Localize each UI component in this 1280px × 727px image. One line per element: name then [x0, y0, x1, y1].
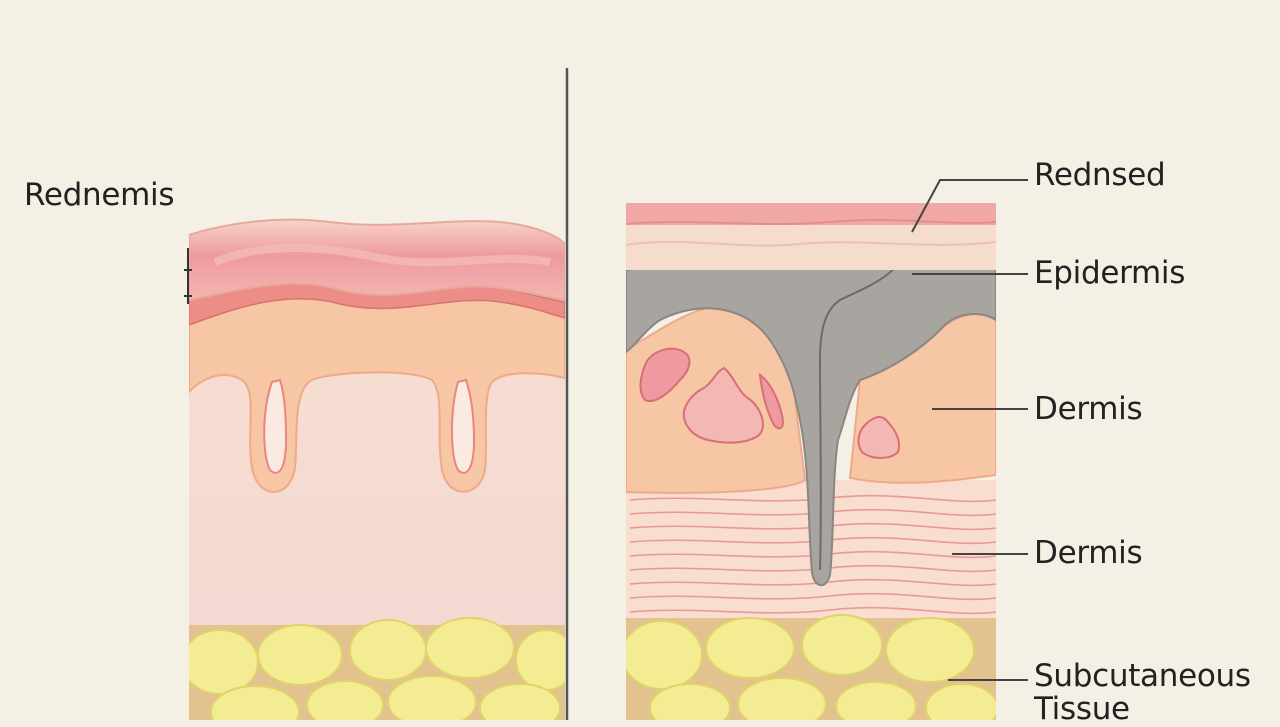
label-rednsed: Rednsed [1034, 157, 1166, 193]
left-fat-cells [189, 617, 565, 720]
left-title-label: Rednemis [24, 177, 175, 213]
scale-bracket [184, 248, 192, 304]
right-pale-layer [626, 222, 996, 270]
right-lesion-2 [682, 366, 764, 444]
right-pale-wave [626, 240, 996, 247]
right-lesion-1 [639, 347, 691, 403]
right-redness-wave [626, 219, 996, 225]
leader-rednsed [911, 179, 1028, 233]
right-scab-crack [818, 254, 906, 571]
left-follicle-1 [263, 378, 288, 474]
right-skin-section [626, 203, 996, 720]
label-epidermis: Epidermis [1034, 255, 1186, 291]
label-subcutaneous-tissue: Subcutaneous Tissue [1034, 658, 1251, 727]
right-lesion-3 [758, 372, 784, 430]
label-dermis-upper: Dermis [1034, 391, 1143, 427]
right-fat-cells [626, 614, 996, 720]
label-dermis-lower: Dermis [1034, 535, 1143, 571]
leader-lines [911, 179, 1028, 681]
left-skin-section [189, 218, 565, 720]
left-follicle-2 [451, 378, 476, 474]
right-redness-layer [626, 203, 996, 225]
left-redness-highlight [213, 244, 551, 267]
right-lesion-4 [857, 416, 900, 459]
